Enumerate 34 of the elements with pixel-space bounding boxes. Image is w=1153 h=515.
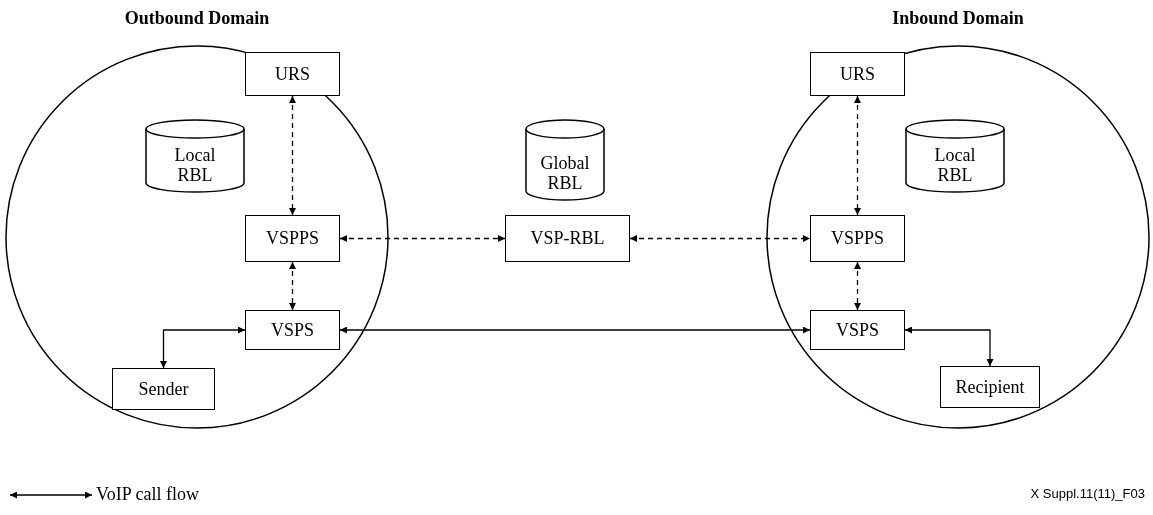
process-box [810,215,905,262]
process-box [245,215,340,262]
node-label: Local RBL [933,146,977,186]
process-box [505,215,630,262]
node-label: VSPS [271,319,314,341]
arrow [629,235,811,242]
node-label: Sender [138,378,189,400]
process-box [810,310,905,350]
domain-title: Outbound Domain [123,8,271,29]
process-box [245,52,340,96]
figure-id: X Suppl.11(11)_F03 [1030,486,1145,501]
node-label: VSPPS [265,228,319,249]
node-label: Recipient [955,376,1025,398]
domain-title: Inbound Domain [891,8,1025,29]
arrow [904,326,994,367]
node-label: VSPPS [830,228,884,249]
node-label: Global RBL [539,154,591,194]
arrow [289,95,296,216]
arrow [339,326,811,334]
process-box [245,310,340,350]
arrow [289,261,296,311]
arrow [854,261,861,311]
process-box [112,368,215,410]
process-box [810,52,905,96]
legend-label: VoIP call flow [96,484,199,505]
node-label: URS [275,63,310,85]
node-label: URS [840,63,875,85]
node-label: VSP-RBL [530,228,605,249]
arrow [160,326,246,369]
node-label: VSPS [836,319,879,341]
arrow [339,235,506,242]
process-box [940,366,1040,408]
node-label: Local RBL [173,146,217,186]
arrow [854,95,861,216]
